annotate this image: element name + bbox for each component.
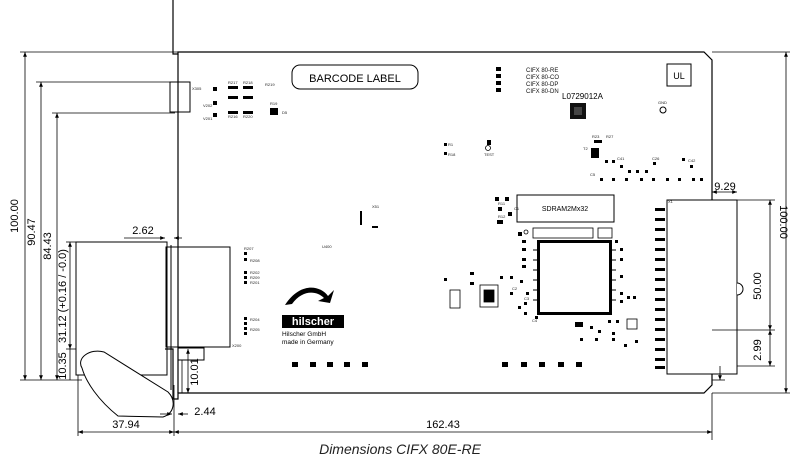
ref-v202: V202 [203,103,213,108]
ref-r12: R12 [498,214,506,219]
extension-lines [20,51,790,440]
ref-x1: X1 [668,199,674,204]
ul-mark: UL [673,71,685,81]
part-number: L0729012A [562,92,604,101]
gnd-pad [659,106,667,114]
ref-r1: R1 [448,142,454,147]
dim-10-35: 10.35 [57,352,69,380]
ref-test: TEST [484,152,495,157]
ref-r219: R219 [265,82,275,87]
ref-r11: R11 [498,201,506,206]
ref-r19: R19 [270,101,278,106]
bracket-handle [80,350,174,418]
dim-2-44: 2.44 [194,406,215,418]
dim-10-01: 10.01 [189,358,201,386]
ref-t2: T2 [583,146,588,151]
ref-r27: R27 [606,134,614,139]
dim-31-12: 31.12 (+0.16 / -0.0) [57,249,69,343]
ref-r202: R202 [250,270,260,275]
brand-text: hilscher [292,316,335,328]
ref-r208: R208 [250,258,260,263]
board-outline [165,0,713,400]
made-in-text: made in Germany [282,339,334,346]
ref-r209: R209 [250,275,260,280]
sdram-chip [516,194,615,223]
ref-u400: U400 [322,244,332,249]
dim-9-29: 9.29 [714,181,735,193]
barcode-label-text: BARCODE LABEL [309,73,401,85]
ref-r217: R217 [228,80,238,85]
ref-c1: C1 [514,206,520,211]
dim-37-94: 37.94 [112,419,140,431]
dim-90-47: 90.47 [26,218,38,246]
ul-box [666,63,692,87]
ref-r18: R18 [448,152,456,157]
dim-2-99: 2.99 [752,339,764,360]
ref-c42: C42 [688,158,696,163]
variant-0: CIFX 80-RE [526,68,558,74]
ref-c3: C3 [524,296,530,301]
dim-2-62: 2.62 [132,225,153,237]
dim-100-right: 100.00 [777,205,789,239]
dim-162-43: 162.43 [426,419,460,431]
dim-50-00: 50.00 [752,272,764,300]
ref-x51: X51 [372,204,380,209]
company-text: Hilscher GmbH [282,331,326,338]
dim-84-43: 84.43 [42,232,54,260]
variant-markers [496,67,501,92]
ref-r23: R23 [592,134,600,139]
ref-c5: C5 [590,172,596,177]
ref-c26: C26 [652,156,660,161]
ref-r204: R204 [250,317,260,322]
ref-r216: R216 [228,114,238,119]
hilscher-logo: hilscher [282,287,344,328]
variant-1: CIFX 80-CO [526,75,559,81]
dim-100-left: 100.00 [9,199,21,233]
variant-2: CIFX 80-DP [526,82,558,88]
ref-r220: R220 [243,114,253,119]
connector-x1 [655,199,744,375]
components [213,86,703,367]
ref-x305: X305 [192,86,202,91]
main-processor [533,240,616,315]
dimension-lines [23,52,788,434]
ref-r205: R205 [250,327,260,332]
barcode-label-box [291,64,419,90]
ref-v201: V201 [203,116,213,121]
ref-r201: R201 [250,280,260,285]
ref-r218: R218 [243,80,253,85]
figure-caption: Dimensions CIFX 80E-RE [319,441,481,457]
ref-x200: X200 [232,343,242,348]
sdram-label: SDRAM2Mx32 [542,206,588,213]
ref-c41: C41 [617,156,625,161]
variant-3: CIFX 80-DN [526,89,559,95]
ref-r207: R207 [244,246,254,251]
ref-c4: C4 [532,318,538,323]
component-outlines [449,145,638,330]
ref-d5: D5 [282,110,288,115]
ref-c2: C2 [512,286,518,291]
gnd-label: GND [658,100,667,105]
